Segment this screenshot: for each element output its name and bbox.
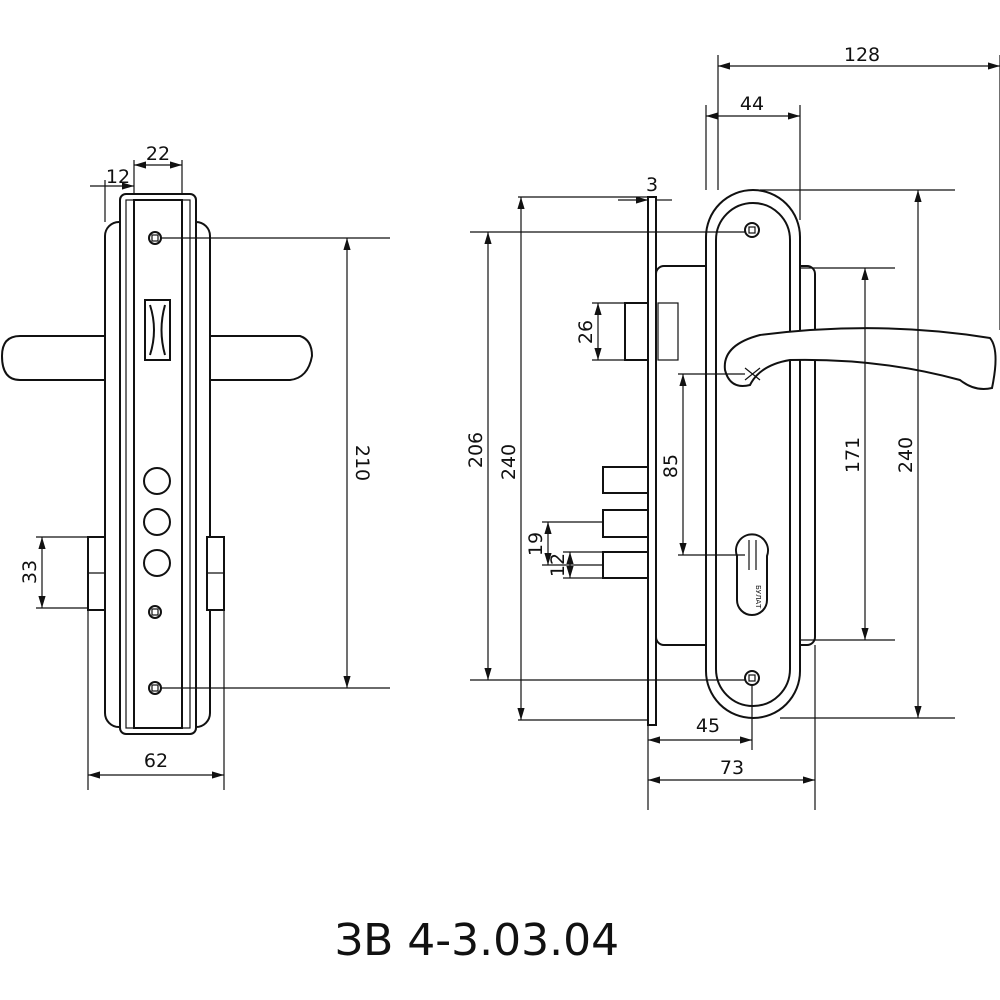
dim-26: 26: [575, 320, 597, 344]
cylinder-brand: БУЛАТ: [754, 585, 762, 609]
screw-icon: [148, 605, 162, 619]
bolt-hole: [143, 467, 171, 495]
side-view: БУЛАТ 128: [465, 44, 1000, 810]
dim-85: 85: [660, 454, 682, 478]
bolt-hole: [143, 508, 171, 536]
dim-62: 62: [144, 750, 168, 772]
front-view: 22 12 210 33 62: [0, 143, 390, 790]
spindle-slot: [144, 299, 171, 361]
deadbolt: [602, 551, 649, 579]
cylinder: БУЛАТ: [735, 533, 769, 616]
dim-45: 45: [696, 715, 720, 737]
dim-206: 206: [465, 432, 487, 468]
dim-171: 171: [842, 437, 864, 473]
rosette-inner: [715, 202, 791, 707]
dim-240-right: 240: [895, 437, 917, 473]
dim-12-bolt: 12: [547, 553, 569, 577]
lever-handle: [0, 335, 314, 381]
faceplate: [647, 196, 657, 726]
latch-bolt: [624, 302, 649, 361]
dim-12: 12: [106, 166, 130, 188]
dim-19: 19: [525, 532, 547, 556]
lever-handle-side: [723, 327, 997, 390]
dim-210: 210: [351, 445, 373, 481]
faceplate-strip: [133, 199, 183, 729]
dim-33: 33: [19, 560, 41, 584]
bolt-hole: [143, 549, 171, 577]
dim-128: 128: [844, 44, 880, 66]
dim-73: 73: [720, 757, 744, 779]
dim-22: 22: [146, 143, 170, 165]
deadbolt: [602, 466, 649, 494]
dim-240-left: 240: [498, 444, 520, 480]
dim-44: 44: [740, 93, 764, 115]
model-title: ЗВ 4-3.03.04: [335, 915, 619, 966]
screw-icon: [744, 222, 760, 238]
dim-3: 3: [646, 174, 658, 196]
rosette-outer: [705, 189, 801, 719]
deadbolt: [602, 509, 649, 538]
